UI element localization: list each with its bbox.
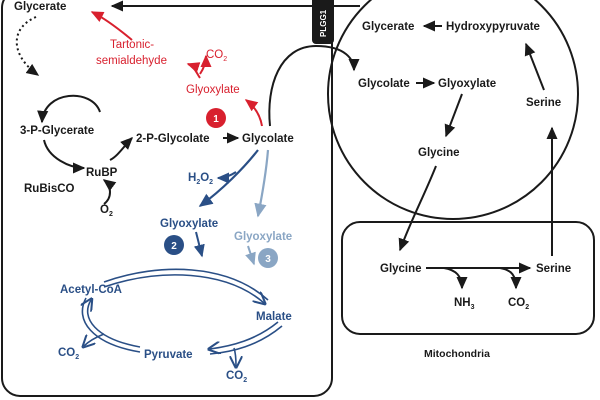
plgg1-label: PLGG1 bbox=[319, 9, 328, 37]
co2-red-sub: 2 bbox=[223, 56, 227, 63]
calvin-cycle-arrow-top bbox=[37, 94, 101, 124]
perox-serine-label: Serine bbox=[526, 97, 561, 109]
co2-left-text: CO bbox=[58, 347, 75, 359]
mito-co2-text: CO bbox=[508, 297, 525, 309]
co2-release-bottom-arrow bbox=[234, 347, 236, 366]
rubp-to-2pg-arrow bbox=[109, 137, 133, 161]
glycolate-export-arrow bbox=[268, 44, 360, 127]
perox-glycerate-label: Glycerate bbox=[362, 21, 414, 33]
acetylcoa-to-malate-arrow-inner bbox=[103, 274, 264, 303]
h2o2-h: H bbox=[188, 172, 196, 184]
o2-label: O2 bbox=[100, 204, 113, 218]
mito-serine-label: Serine bbox=[536, 263, 571, 275]
co2-red-label: CO2 bbox=[206, 49, 227, 63]
co2-release-red-arrow bbox=[199, 54, 212, 75]
step-1-badge-label: 1 bbox=[213, 114, 219, 125]
serine-to-hydroxypyruvate-arrow bbox=[524, 42, 545, 91]
pyruvate-to-acetylcoa-arrow-inner bbox=[88, 300, 141, 348]
glycolate-to-glyoxylate-blue-arrow bbox=[198, 149, 259, 207]
nh3-label: NH3 bbox=[454, 297, 475, 311]
rubisco-label: RuBisCO bbox=[24, 183, 75, 195]
glyoxylate-blue-label: Glyoxylate bbox=[160, 218, 218, 230]
tartronic-to-glycerate-red-arrow bbox=[90, 11, 133, 41]
co2-bottom-label: CO2 bbox=[226, 370, 247, 384]
glycolate-to-glyoxylate-red-arrow bbox=[244, 99, 263, 127]
nh3-release-arrow bbox=[443, 267, 468, 290]
h2o2-o: O bbox=[200, 172, 209, 184]
o2-sub: 2 bbox=[109, 211, 113, 218]
glycolate-label: Glycolate bbox=[242, 133, 294, 145]
glyoxylate-to-glycine-perox-arrow bbox=[444, 93, 463, 138]
co2-left-sub: 2 bbox=[75, 354, 79, 361]
co2-red-text: CO bbox=[206, 49, 223, 61]
co2-bottom-text: CO bbox=[226, 370, 243, 382]
h2o2-release-arrow bbox=[216, 171, 237, 184]
3-p-glycerate-label: 3-P-Glycerate bbox=[20, 125, 94, 137]
mito-glycine-label: Glycine bbox=[380, 263, 422, 275]
glycine-to-mitochondria-arrow bbox=[398, 165, 437, 252]
co2-bottom-sub: 2 bbox=[243, 377, 247, 384]
malate-to-pyruvate-arrow-inner bbox=[210, 321, 279, 349]
peroxisome-compartment bbox=[327, 0, 579, 220]
mitochondria-compartment bbox=[341, 221, 595, 335]
h2o2-sub-1: 2 bbox=[196, 179, 200, 186]
calvin-cycle-arrow-bottom bbox=[43, 139, 86, 174]
step-3-badge-label: 3 bbox=[265, 254, 271, 265]
chloroplast-compartment bbox=[1, 0, 333, 397]
step-3-badge bbox=[258, 248, 278, 268]
oxygen-input-arrow bbox=[102, 179, 117, 205]
pyruvate-to-acetylcoa-arrow-outer bbox=[81, 297, 141, 353]
acetyl-coa-label: Acetyl-CoA bbox=[60, 284, 122, 296]
glyoxylate-red-label: Glyoxylate bbox=[186, 84, 240, 96]
perox-glyoxylate-label: Glyoxylate bbox=[438, 78, 496, 90]
mito-co2-label: CO2 bbox=[508, 297, 529, 311]
hydroxypyruvate-label: Hydroxypyruvate bbox=[446, 21, 540, 33]
pyruvate-label: Pyruvate bbox=[144, 349, 193, 361]
acetylcoa-to-malate-arrow-outer bbox=[103, 268, 269, 301]
h2o2-label: H2O2 bbox=[188, 172, 213, 186]
mito-co2-sub: 2 bbox=[525, 304, 529, 311]
step-1-badge bbox=[206, 108, 226, 128]
co2-release-mito-arrow bbox=[499, 267, 522, 290]
glycerate-label: Glycerate bbox=[14, 1, 66, 13]
glycerate-recycle-dotted-arrow bbox=[15, 16, 40, 76]
step-2-badge bbox=[164, 235, 184, 255]
h2o2-sub-2: 2 bbox=[209, 179, 213, 186]
step-2-badge-label: 2 bbox=[171, 241, 177, 252]
nh3-text: NH bbox=[454, 297, 471, 309]
perox-glycolate-label: Glycolate bbox=[358, 78, 410, 90]
nh3-sub: 3 bbox=[471, 304, 475, 311]
glyoxylate-light-down-arrow bbox=[245, 245, 256, 266]
co2-release-left-arrow bbox=[84, 333, 105, 346]
tartronic-semialdehyde-label-line2: semialdehyde bbox=[96, 55, 167, 67]
tartronic-semialdehyde-label-line1: Tartonic- bbox=[110, 39, 154, 51]
plgg1-transporter bbox=[312, 0, 334, 44]
glyoxylate-blue-down-arrow bbox=[193, 231, 205, 258]
co2-left-label: CO2 bbox=[58, 347, 79, 361]
glycolate-to-glyoxylate-light-arrow bbox=[254, 149, 270, 218]
o2-text: O bbox=[100, 204, 109, 216]
mitochondria-label: Mitochondria bbox=[424, 348, 490, 360]
glyoxylate-to-tartronic-red-arrow bbox=[186, 62, 201, 79]
malate-label: Malate bbox=[256, 311, 292, 323]
rubp-label: RuBP bbox=[86, 167, 118, 179]
2-p-glycolate-label: 2-P-Glycolate bbox=[136, 133, 210, 145]
perox-glycine-label: Glycine bbox=[418, 147, 460, 159]
glyoxylate-light-label: Glyoxylate bbox=[234, 231, 292, 243]
